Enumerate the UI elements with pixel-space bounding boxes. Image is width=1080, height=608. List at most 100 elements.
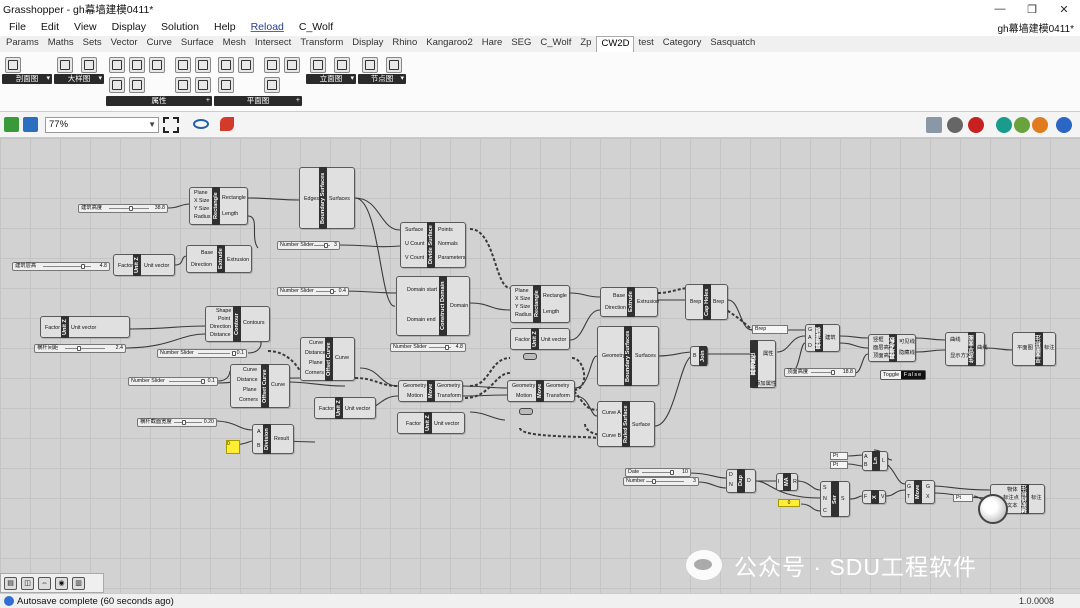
- tab-seg[interactable]: SEG: [511, 37, 532, 48]
- attr-tool-2-icon[interactable]: [129, 57, 145, 73]
- slider-building-height[interactable]: 建筑高度 38.8: [78, 204, 168, 213]
- move-node-1[interactable]: Geometry Motion Move Geometry Transform: [398, 380, 463, 402]
- attr-tool-4-icon[interactable]: [175, 57, 191, 73]
- slider-number[interactable]: Number 3: [623, 477, 699, 486]
- menu-file[interactable]: File: [9, 21, 26, 33]
- unit-z-node-2[interactable]: Factor Unit Z Unit vector: [510, 328, 570, 350]
- point-param-3[interactable]: Pt: [953, 494, 973, 502]
- slider-distance-1[interactable]: Number Slider 0.1: [157, 349, 247, 358]
- curtain-model-node[interactable]: G A D 幕墙建模 建筑: [805, 324, 840, 352]
- line-node[interactable]: A B Ln L: [862, 451, 888, 471]
- preview-shaded-icon[interactable]: [996, 117, 1012, 133]
- brep-param[interactable]: Brep: [752, 325, 788, 334]
- minimize-button[interactable]: —: [994, 3, 1006, 15]
- save-file-icon[interactable]: [23, 117, 38, 132]
- navigator-icon[interactable]: ▤: [4, 576, 17, 590]
- restore-button[interactable]: ❐: [1027, 3, 1037, 16]
- slider-domain[interactable]: Number Slider 0.4: [277, 287, 349, 296]
- division-node[interactable]: A B Division Result: [252, 424, 294, 454]
- markov-icon[interactable]: ◫: [21, 576, 34, 590]
- tab-test[interactable]: test: [638, 37, 654, 48]
- section-tool-icon[interactable]: [5, 57, 21, 73]
- extrude-node-1[interactable]: Base Direction Extrude Extrusion: [186, 245, 252, 273]
- preview-wire-icon[interactable]: [1014, 117, 1030, 133]
- input-panel-yellow-1[interactable]: 0: [226, 440, 240, 454]
- tab-kangaroo2[interactable]: Kangaroo2: [426, 37, 473, 48]
- move-node-2[interactable]: Geometry Motion Move Geometry Transform: [507, 380, 575, 402]
- menu-solution[interactable]: Solution: [161, 21, 199, 33]
- preview-selected-icon[interactable]: [1032, 117, 1048, 133]
- node-tool-2-icon[interactable]: [386, 57, 402, 73]
- sketch-brush-icon[interactable]: [220, 117, 234, 131]
- slider-floor-height[interactable]: 建筑层高 4.8: [12, 262, 110, 271]
- attr-tool-8-icon[interactable]: [175, 77, 191, 93]
- attr-tool-6-icon[interactable]: [109, 77, 125, 93]
- plan-tool-5-icon[interactable]: [218, 77, 234, 93]
- unit-z-node-5[interactable]: Factor Unit Z Unit vector: [397, 412, 465, 434]
- globe-icon[interactable]: [1056, 117, 1072, 133]
- cluster-icon[interactable]: ◉: [55, 576, 68, 590]
- slider-date[interactable]: Date 10: [625, 468, 691, 477]
- series-node[interactable]: S N C Ser S: [820, 481, 850, 517]
- point-param-1[interactable]: Pt: [830, 452, 848, 460]
- unit-z-node-3[interactable]: Factor Unit Z Unit vector: [40, 316, 130, 338]
- color-wheel-icon[interactable]: [978, 494, 1008, 524]
- close-button[interactable]: ✕: [1059, 3, 1069, 16]
- slider-top-height[interactable]: 顶面高度 18.8: [784, 368, 856, 377]
- construct-domain-node[interactable]: Domain start Domain end Construct Domain…: [396, 276, 470, 336]
- plan-annotation-node[interactable]: 平面图 平面图标注 标注: [1012, 332, 1056, 366]
- node-tool-1-icon[interactable]: [362, 57, 378, 73]
- tab-rhino[interactable]: Rhino: [392, 37, 418, 48]
- input-panel-yellow-2[interactable]: 0: [778, 499, 800, 507]
- boundary-surfaces-node-1[interactable]: Edges Boundary Surfaces Surfaces: [299, 167, 355, 229]
- duplicate-node[interactable]: D N Dup D: [726, 469, 756, 493]
- slider-distance-2[interactable]: Number Slider 0.1: [128, 377, 218, 386]
- toggle-false[interactable]: Toggle False: [880, 370, 926, 380]
- tab-cwolf[interactable]: C_Wolf: [540, 37, 572, 48]
- ruled-surface-node[interactable]: Curve A Curve B Ruled Surface Surface: [597, 401, 655, 447]
- rectangle-node-2[interactable]: Plane X Size Y Size Radius Rectangle Rec…: [510, 285, 570, 323]
- tab-params[interactable]: Params: [6, 37, 39, 48]
- tab-surface[interactable]: Surface: [180, 37, 214, 48]
- align-icon[interactable]: ⇔: [38, 576, 51, 590]
- divide-surface-node[interactable]: Surface U Count V Count Divide Surface P…: [400, 222, 466, 268]
- slider-u-count[interactable]: Number Slider 3: [277, 241, 340, 250]
- contour-node[interactable]: Shape Point Direction Distance Contour C…: [205, 306, 270, 342]
- open-file-icon[interactable]: [4, 117, 19, 132]
- attr-tool-9-icon[interactable]: [195, 77, 211, 93]
- slider-mullion-spacing[interactable]: 横杆间距 2.4: [34, 344, 126, 353]
- attr-tool-3-icon[interactable]: [149, 57, 165, 73]
- offset-curve-node-2[interactable]: Curve Distance Plane Corners Offset Curv…: [230, 364, 290, 408]
- display-mode-icon[interactable]: [926, 117, 942, 133]
- curtain-attribute-node[interactable]: 幕墙属性 属性 添加属性: [750, 340, 776, 388]
- join-node[interactable]: B Join: [690, 346, 708, 366]
- menu-reload[interactable]: Reload: [250, 21, 284, 33]
- mass-addition-node[interactable]: I MA R: [776, 473, 798, 491]
- slider-height-factor[interactable]: Number Slider 4.8: [390, 343, 466, 352]
- attr-tool-7-icon[interactable]: [129, 77, 145, 93]
- profiler-icon[interactable]: ▥: [72, 576, 85, 590]
- zoom-select[interactable]: 77% ▼: [45, 117, 159, 133]
- plan-tool-1-icon[interactable]: [218, 57, 234, 73]
- tab-maths[interactable]: Maths: [47, 37, 74, 48]
- elevation-tool-2-icon[interactable]: [334, 57, 350, 73]
- plan-tool-2-icon[interactable]: [238, 57, 254, 73]
- tab-intersect[interactable]: Intersect: [254, 37, 292, 48]
- attr-tool-5-icon[interactable]: [195, 57, 211, 73]
- x-vector-node[interactable]: F X V: [862, 490, 886, 504]
- offset-curve-node-1[interactable]: Curve Distance Plane Corners Offset Curv…: [300, 337, 355, 381]
- plan-tool-3-icon[interactable]: [264, 57, 280, 73]
- relay-node-2[interactable]: [519, 408, 533, 415]
- tab-hare[interactable]: Hare: [481, 37, 503, 48]
- guide-line-label-node[interactable]: 物体 标注点 文本 辅助线标注 标注: [990, 484, 1045, 514]
- menu-help[interactable]: Help: [213, 21, 236, 33]
- zoom-extents-icon[interactable]: [163, 117, 179, 133]
- unit-z-node-4[interactable]: Factor Unit Z Unit vector: [314, 397, 376, 419]
- detail-tool-icon[interactable]: [57, 57, 73, 73]
- tab-transform[interactable]: Transform: [300, 37, 344, 48]
- gem-icon[interactable]: [968, 117, 984, 133]
- tab-vector[interactable]: Vector: [110, 37, 138, 48]
- curtain-parameter-node[interactable]: 竖框 面层高度 顶面高度 幕墙参数 可见线 隐藏线: [868, 334, 916, 362]
- preview-eye-icon[interactable]: [193, 119, 209, 129]
- bake-icon[interactable]: [947, 117, 963, 133]
